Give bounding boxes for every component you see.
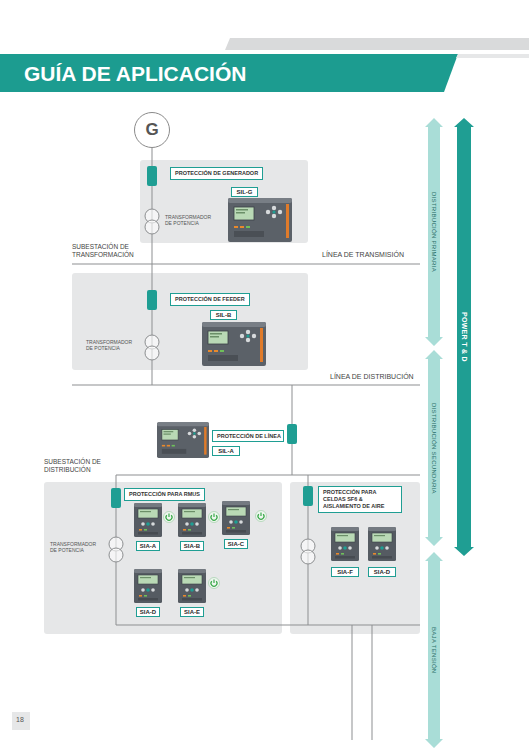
power-band: POWER T & D [454,118,474,556]
node-text: SIA-F [337,569,353,575]
device-tag: SIA-A [136,541,160,551]
device-tag: SIA-F [331,567,359,577]
breaker-symbols [111,166,313,508]
band-arrow [425,350,443,546]
transformer-label: TRANSFORMADOR DE POTENCIA [50,541,100,553]
node-text: PROTECCIÓN DE LÍNEA [217,433,281,439]
device-tag: SIL-G [231,187,258,197]
node-text: SIA-D [140,609,156,615]
transformer-symbols [109,209,315,564]
voltage-band: DISTRIBUCIÓN PRIMARIA [425,118,443,346]
band-text: DISTRIBUCIÓN SECUNDARIA [431,403,437,494]
substation-label: SUBESTACIÓN DE TRANSFORMACIÓN [72,243,182,259]
substation-label: SUBESTACIÓN DE DISTRIBUCIÓN [44,458,144,474]
relay-devices [134,198,396,603]
group-heading: PROTECCIÓN PARA RMUS [124,488,205,501]
line-label: LÍNEA DE DISTRIBUCIÓN [330,373,414,381]
band-text: POWER T & D [461,312,468,362]
device-tag: SIA-E [180,607,204,617]
protection-group: PROTECCIÓN PARA CELDAS SF6 & AISLAMIENTO… [290,482,420,634]
power-icons [164,511,267,589]
node-text: SIA-C [228,541,244,547]
title-banner [0,54,458,92]
band-arrow [425,118,443,346]
group-heading: PROTECCIÓN DE GENERADOR [170,167,263,180]
band-text: DISTRIBUCIÓN PRIMARIA [431,192,437,272]
device-tag: SIA-D [136,607,160,617]
device-tag: SIA-C [224,539,248,549]
protection-group: PROTECCIÓN PARA RMUS SIA-A SIA-B SIA-C SIA-D… [44,482,282,634]
line-label: LÍNEA DE TRANSMISIÓN [322,251,404,259]
node-text: SIL-A [218,448,234,454]
node-text: SIA-B [184,543,200,549]
page-number: 18 [16,716,24,724]
voltage-band: DISTRIBUCIÓN SECUNDARIA [425,350,443,546]
device-tag: SIL-B [210,310,237,320]
band-arrow [454,118,474,556]
device-tag: SIA-B [180,541,204,551]
node-text: SIL-B [216,312,232,318]
protection-heading: PROTECCIÓN DE LÍNEA [212,430,284,442]
transformer-label: TRANSFORMADOR DE POTENCIA [86,339,136,351]
protection-group: PROTECCIÓN DE FEEDER SIL-B [72,273,308,370]
device-tag: SIL-A [212,446,240,456]
bus-wires [72,148,420,740]
group-heading: PROTECCIÓN DE FEEDER [170,293,250,306]
node-text: SIA-A [140,543,156,549]
group-heading: PROTECCIÓN PARA CELDAS SF6 & AISLAMIENTO… [318,486,402,513]
node-text: SIA-E [184,609,200,615]
band-text: BAJA TENSIÓN [431,627,437,674]
protection-group: PROTECCIÓN DE GENERADOR SIL-G [140,160,308,243]
node-text: SIL-G [237,189,253,195]
transformer-label: TRANSFORMADOR DE POTENCIA [165,214,215,226]
device-tag: SIA-D [368,567,396,577]
page-number-box [12,712,30,730]
generator-circle: G [134,112,170,148]
voltage-band: BAJA TENSIÓN [425,552,443,748]
node-text: SIA-D [374,569,390,575]
page-title: GUÍA DE APLICACIÓN [24,61,246,86]
banner-strip [456,54,529,58]
band-arrow [425,552,443,748]
node-text: G [145,120,158,140]
header-strip [225,38,529,50]
